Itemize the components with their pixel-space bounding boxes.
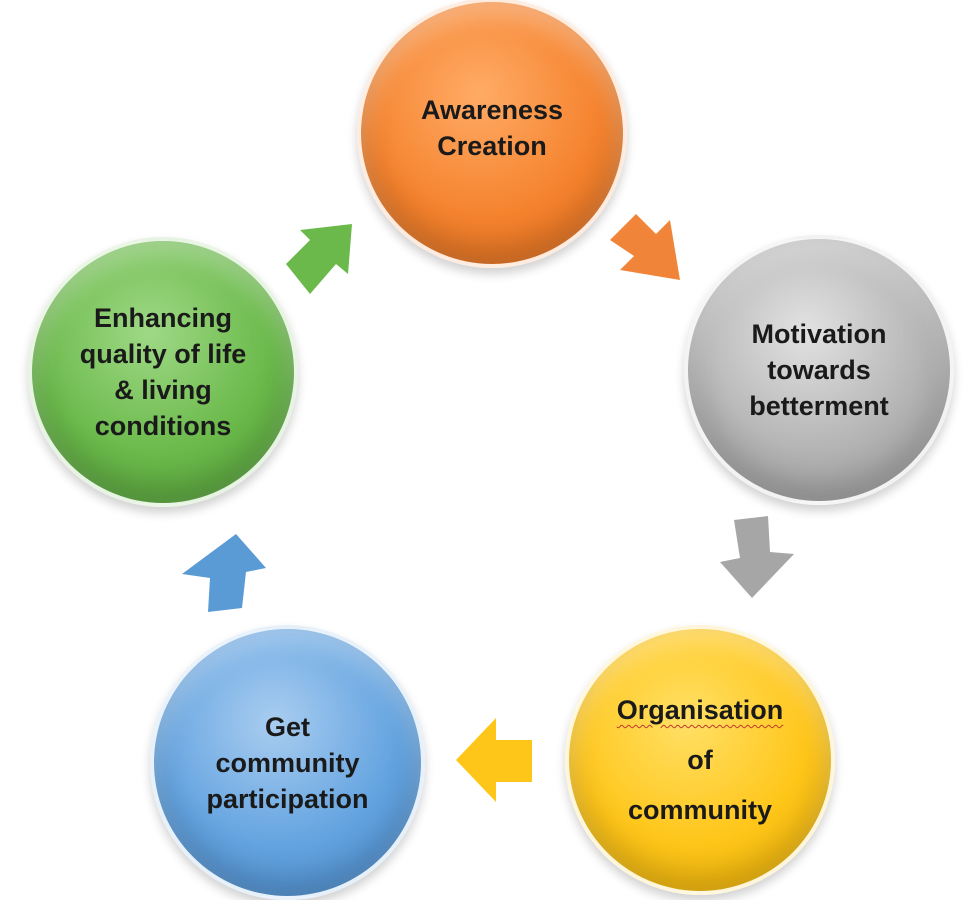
arrow-shape: [456, 718, 532, 802]
label-line: & living: [114, 375, 212, 405]
node-organisation-of-community: Organisation of community: [565, 625, 835, 895]
arrow-motivation-to-organisation: [720, 516, 794, 598]
node-label: Enhancing quality of life & living condi…: [80, 300, 247, 444]
label-line: community: [215, 747, 360, 778]
label-line: of: [687, 745, 713, 775]
node-label: Motivation towards betterment: [749, 316, 889, 424]
label-line: betterment: [749, 391, 889, 421]
label-line: Get: [264, 711, 310, 742]
label-line: community: [627, 795, 773, 825]
label-line: quality of life: [79, 339, 247, 369]
label-line: Organisation: [616, 695, 784, 725]
arrow-enhancing-to-awareness: [286, 224, 352, 294]
arrow-participation-to-enhancing: [182, 534, 266, 612]
arrow-organisation-to-participation: [456, 718, 532, 802]
label-line: Enhancing: [93, 303, 232, 333]
node-motivation-towards-betterment: Motivation towards betterment: [684, 235, 954, 505]
label-line: participation: [206, 783, 369, 814]
label-line: Creation: [437, 131, 547, 161]
arrow-shape: [182, 534, 266, 612]
label-line: towards: [767, 355, 871, 385]
node-label: Awareness Creation: [421, 92, 563, 164]
arrow-awareness-to-motivation: [610, 214, 680, 280]
node-enhancing-quality-of-life: Enhancing quality of life & living condi…: [28, 237, 298, 507]
node-awareness-creation: Awareness Creation: [357, 0, 627, 268]
arrow-shape: [610, 214, 680, 280]
arrow-shape: [286, 224, 352, 294]
label-line: Awareness: [420, 95, 564, 125]
node-get-community-participation: Get community participation: [150, 625, 425, 900]
node-label: Organisation of community: [617, 685, 784, 835]
label-line: conditions: [94, 411, 232, 441]
node-label: Get community participation: [206, 709, 368, 817]
arrow-shape: [720, 516, 794, 598]
label-line: Motivation: [751, 319, 887, 349]
